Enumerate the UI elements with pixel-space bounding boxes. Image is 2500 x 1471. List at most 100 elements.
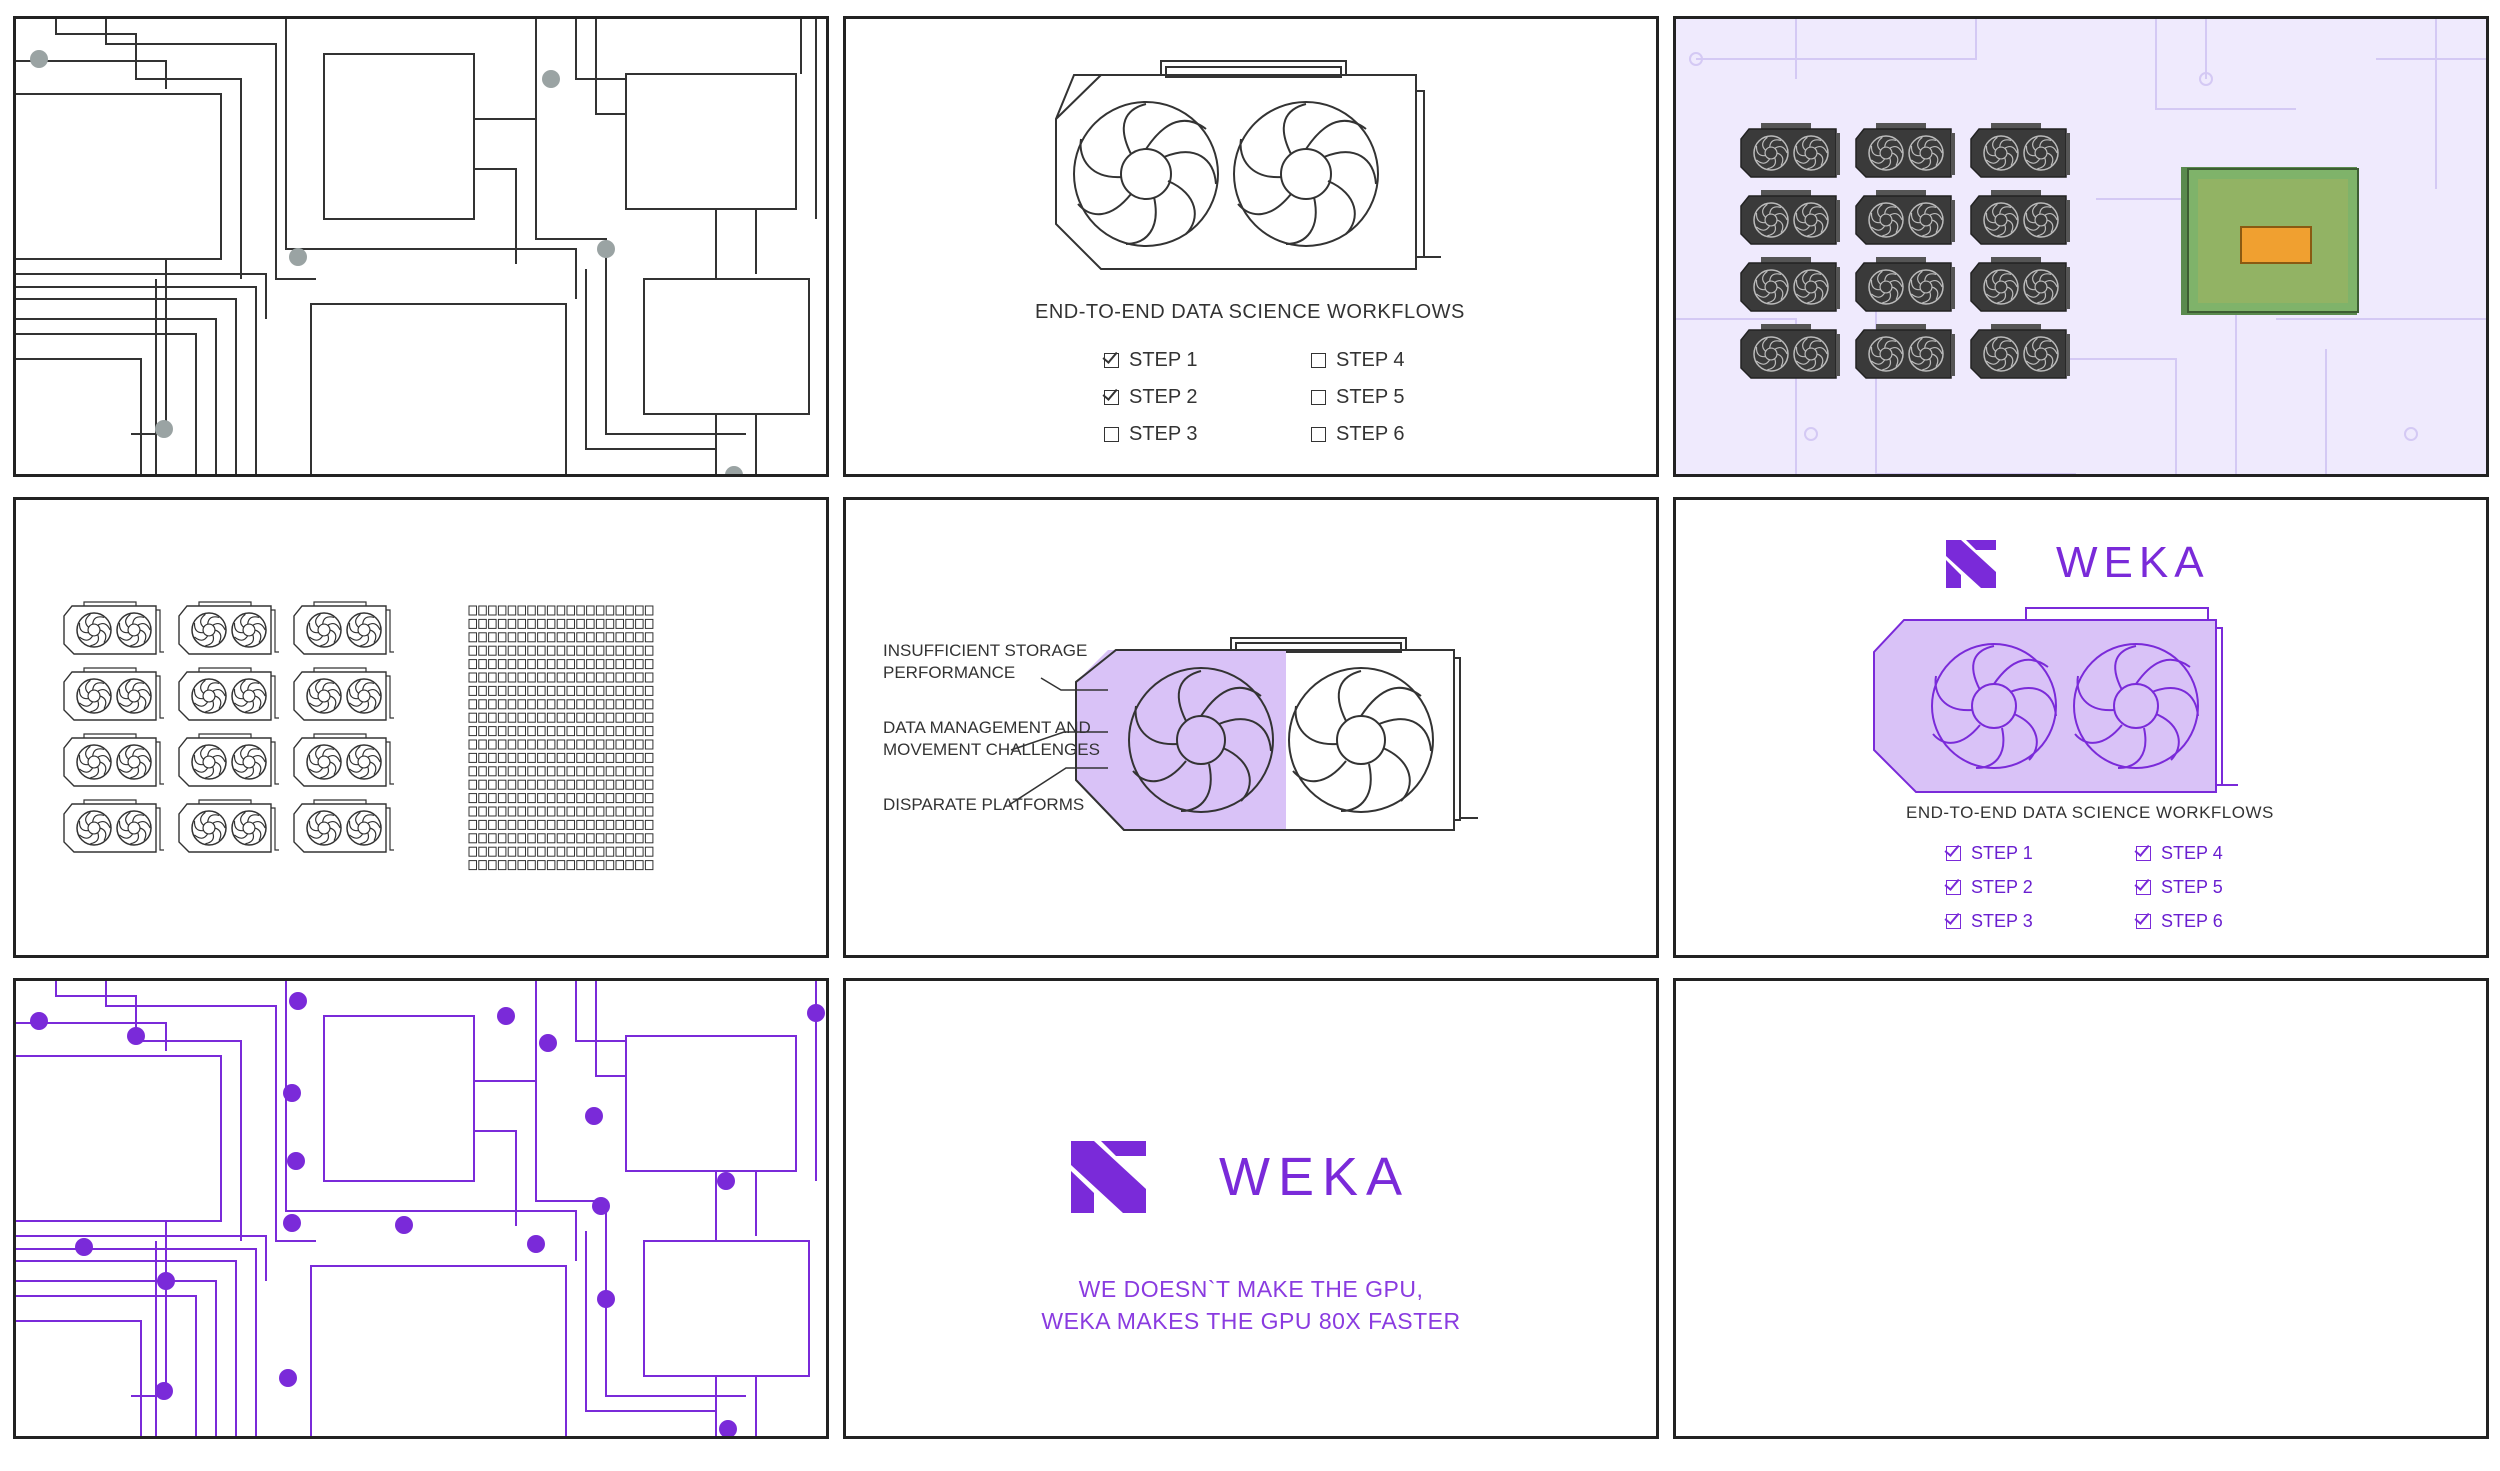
grid-cell (507, 819, 517, 830)
grid-cell (615, 846, 624, 857)
grid-cell (595, 793, 605, 804)
grid-cell (478, 793, 487, 804)
grid-cell (605, 685, 615, 696)
workflow-step: STEP 3 (1946, 911, 2033, 932)
grid-cell (556, 726, 566, 737)
grid-cell (566, 819, 575, 830)
grid-cell (605, 699, 615, 710)
grid-cell (488, 726, 497, 737)
grid-cell (546, 672, 556, 683)
gpu-card-icon (63, 601, 164, 655)
grid-cell (635, 726, 644, 737)
grid-cell (556, 659, 566, 670)
grid-cell (644, 685, 654, 696)
grid-cell (586, 726, 595, 737)
grid-cell (517, 819, 526, 830)
grid-cell (635, 605, 644, 616)
fan-icon (1233, 101, 1379, 247)
grid-cell (478, 779, 487, 790)
grid-cell (635, 618, 644, 629)
grid-cell (595, 860, 605, 871)
grid-cell (507, 739, 517, 750)
fan-icon (1128, 667, 1274, 813)
checkbox-icon (2136, 846, 2151, 861)
grid-cell (625, 739, 634, 750)
grid-cell (468, 632, 477, 643)
grid-cell (507, 605, 517, 616)
grid-cell (556, 672, 566, 683)
workflow-step: STEP 2 (1104, 386, 1198, 409)
grid-cell (586, 846, 595, 857)
grid-cell (644, 846, 654, 857)
grid-cell (546, 632, 556, 643)
grid-cell (527, 846, 536, 857)
grid-cell (517, 659, 526, 670)
grid-cell (566, 752, 575, 763)
grid-cell (478, 752, 487, 763)
grid-cell (537, 793, 546, 804)
grid-cell (517, 618, 526, 629)
grid-cell (497, 833, 507, 844)
grid-cell (497, 699, 507, 710)
grid-cell (615, 605, 624, 616)
grid-cell (537, 685, 546, 696)
grid-cell (468, 659, 477, 670)
grid-cell (576, 699, 585, 710)
grid-cell (644, 645, 654, 656)
grid-cell (605, 819, 615, 830)
circuit-board-gray (16, 19, 817, 474)
grid-cell (517, 739, 526, 750)
brand-wordmark: WEKA (1219, 1147, 1411, 1207)
grid-cell (517, 685, 526, 696)
grid-cell (595, 685, 605, 696)
grid-cell (488, 779, 497, 790)
grid-cell (527, 659, 536, 670)
grid-cell (478, 672, 487, 683)
grid-cell (537, 659, 546, 670)
grid-cell (517, 846, 526, 857)
grid-cell (556, 779, 566, 790)
grid-cell (566, 833, 575, 844)
grid-cell (576, 833, 585, 844)
grid-cell (527, 645, 536, 656)
tagline-line-1: WE DOESN`T MAKE THE GPU, (1078, 1276, 1424, 1302)
checkbox-icon (1104, 353, 1119, 368)
grid-cell (546, 860, 556, 871)
grid-cell (595, 699, 605, 710)
grid-cell (576, 632, 585, 643)
grid-cell (556, 712, 566, 723)
workflow-title: END-TO-END DATA SCIENCE WORKFLOWS (1035, 301, 1465, 323)
gpu-card-icon (178, 601, 279, 655)
grid-cell (537, 766, 546, 777)
grid-cell (497, 819, 507, 830)
gpu-card-icon (1855, 257, 1955, 312)
workflow-step: STEP 6 (1311, 423, 1405, 446)
grid-cell (507, 699, 517, 710)
grid-cell (537, 632, 546, 643)
grid-cell (644, 699, 654, 710)
grid-cell (615, 833, 624, 844)
grid-cell (488, 752, 497, 763)
grid-cell (566, 672, 575, 683)
grid-cell (605, 793, 615, 804)
grid-cell (537, 739, 546, 750)
grid-cell (517, 712, 526, 723)
grid-cell (556, 618, 566, 629)
grid-cell (566, 712, 575, 723)
panel-gpu-outlines-grid (13, 497, 829, 958)
grid-cell (576, 605, 585, 616)
grid-cell (635, 793, 644, 804)
grid-cell (468, 618, 477, 629)
grid-cell (625, 819, 634, 830)
grid-cell (605, 860, 615, 871)
checkbox-icon (1311, 390, 1326, 405)
grid-cell (566, 860, 575, 871)
grid-cell (635, 645, 644, 656)
grid-cell (615, 806, 624, 817)
grid-cell (468, 833, 477, 844)
panel-weka-tagline: WEKA WE DOESN`T MAKE THE GPU, WEKA MAKES… (843, 978, 1659, 1439)
weka-gpu-illustration (1873, 540, 2238, 793)
grid-cell (517, 793, 526, 804)
grid-cell (625, 672, 634, 683)
grid-cell (478, 739, 487, 750)
